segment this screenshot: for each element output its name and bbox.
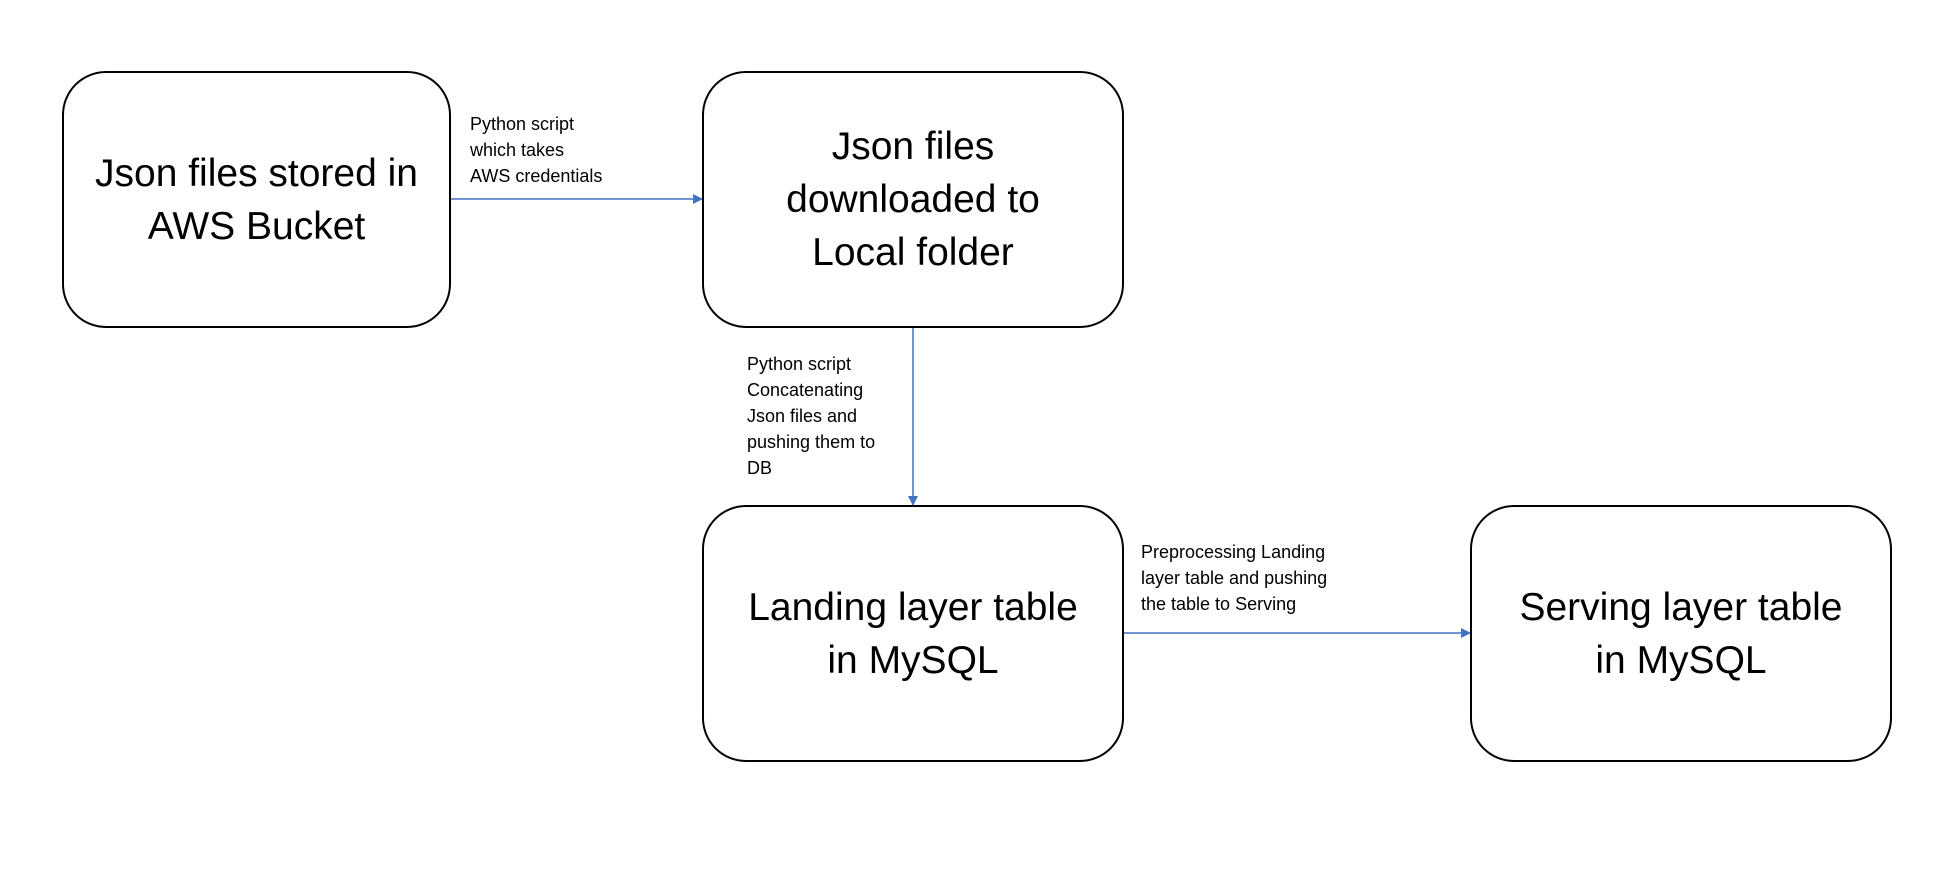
node-local-folder: Json files downloaded to Local folder [702, 71, 1124, 328]
node-aws-bucket: Json files stored in AWS Bucket [62, 71, 451, 328]
edge-label-landing-to-serving: Preprocessing Landing layer table and pu… [1141, 542, 1328, 614]
node-serving-layer-table: Serving layer table in MySQL [1470, 505, 1892, 762]
node-landing-layer-table: Landing layer table in MySQL [702, 505, 1124, 762]
edge-label-local-to-landing: Python script Concatenating Json files a… [747, 354, 876, 478]
edge-label-bucket-to-local: Python script which takes AWS credential… [470, 114, 603, 186]
